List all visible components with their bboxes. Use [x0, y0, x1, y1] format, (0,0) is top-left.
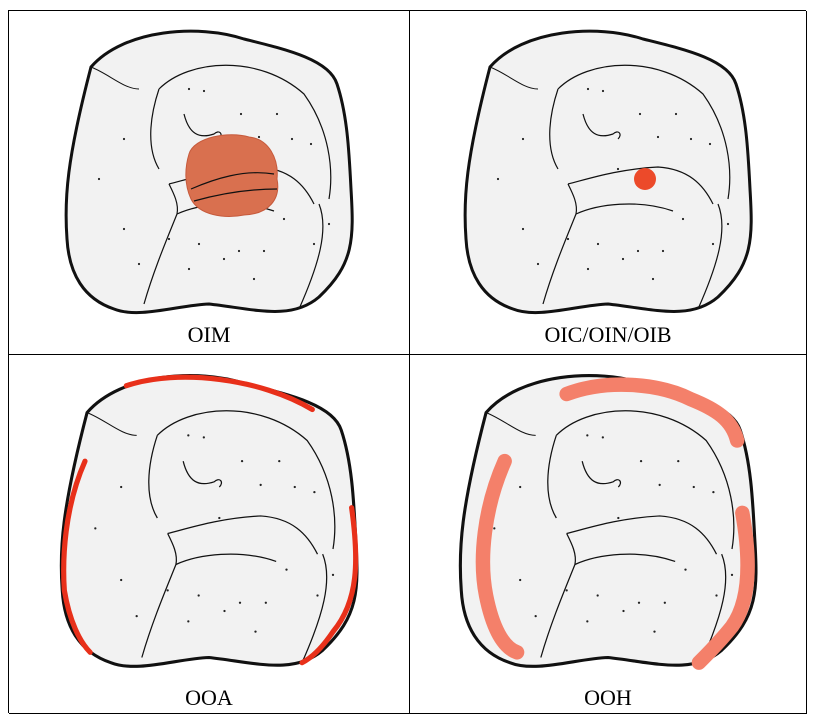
tooth-figure-grid: OIM OIC/OIN/OIB OOA [8, 10, 806, 713]
panel-ooh: OOH [410, 355, 807, 714]
panel-oim: OIM [9, 11, 410, 355]
panel-label-oic-oin-oib: OIC/OIN/OIB [410, 322, 806, 348]
panel-ooa: OOA [9, 355, 410, 714]
panel-label-ooa: OOA [9, 685, 409, 711]
oic-oin-oib-marking [634, 168, 656, 190]
panel-label-oim: OIM [9, 322, 409, 348]
panel-oic-oin-oib: OIC/OIN/OIB [410, 11, 807, 355]
tooth-diagram-oim [39, 19, 379, 319]
tooth-diagram-ooa [39, 363, 379, 673]
tooth-diagram-oic-oin-oib [438, 19, 778, 319]
tooth-diagram-ooh [438, 363, 778, 673]
panel-label-ooh: OOH [410, 685, 806, 711]
